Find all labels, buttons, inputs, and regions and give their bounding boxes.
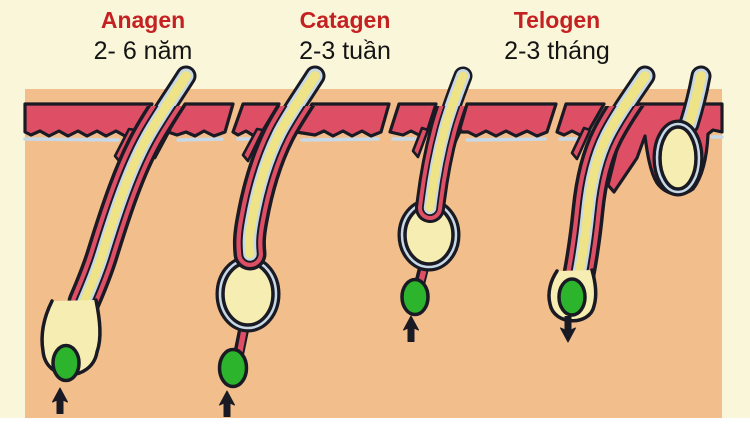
phase-label: Catagen [299,7,391,33]
dermal-papilla [51,343,81,383]
phase-column-catagen: Catagen 2-3 tuần [245,7,445,65]
arrow-up-icon [52,387,68,414]
phase-label: Anagen [100,7,186,33]
basement-membrane-lines [23,135,724,142]
dermal-papilla [400,277,430,317]
phase-column-anagen: Anagen 2- 6 năm [43,7,243,65]
phase-duration: 2- 6 năm [93,36,193,65]
club-bulb [658,125,698,191]
phase-column-telogen: Telogen 2-3 tháng [457,7,657,65]
follicle-stage-4-new-anagen [547,268,598,323]
bottom-margin [0,418,750,433]
phase-duration: 2-3 tháng [504,36,610,65]
club-hair-telogen [652,119,704,197]
club-bulb [221,261,275,327]
arrow-down-icon [560,316,576,343]
phase-duration: 2-3 tuần [299,36,391,65]
follicle-stage-1-anagen [40,298,102,383]
dermal-papilla [217,347,249,389]
bulb-outline [547,268,598,323]
arrow-up-icon [403,315,419,342]
papilla-arrows [52,315,576,417]
arrow-up-icon [219,390,235,417]
phase-label: Telogen [513,7,601,33]
dermal-papilla [557,277,587,317]
